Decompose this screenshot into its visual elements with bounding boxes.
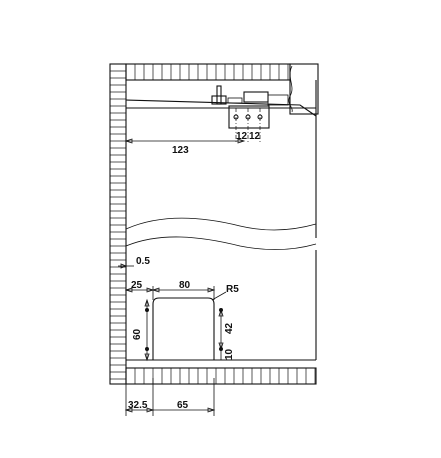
dimension-42: 42 [218,308,235,351]
top-board-end [288,63,319,115]
svg-text:42: 42 [224,322,235,334]
svg-text:80: 80 [179,280,191,291]
bottom-board-hatch [125,367,317,385]
svg-text:12: 12 [249,131,261,142]
svg-text:12: 12 [236,131,248,142]
screw-holes [145,308,223,351]
cutout [152,297,215,360]
dimension-0-5: 0.5 [118,256,150,269]
dimension-25: 25 [124,280,155,293]
left-wall-hatch [109,63,127,385]
top-board-hatch [125,63,291,81]
svg-text:60: 60 [132,328,143,340]
dimension-123: 123 [124,138,246,156]
svg-text:32.5: 32.5 [128,400,148,411]
dimension-80: 80 [151,280,216,300]
dimension-r5: R5 [211,284,239,301]
dimension-12-left: 12 [236,131,248,142]
svg-text:25: 25 [131,280,143,291]
dimension-12-right: 12 [249,131,261,142]
svg-text:65: 65 [177,400,189,411]
svg-text:R5: R5 [226,284,239,295]
dimension-10: 10 [220,348,235,360]
dimension-60: 60 [132,298,150,362]
door-panel [125,80,317,361]
hinge-mechanism [211,85,289,142]
svg-text:123: 123 [172,145,189,156]
svg-text:0.5: 0.5 [136,256,150,267]
dimension-65: 65 [153,378,216,416]
svg-text:10: 10 [224,348,235,360]
